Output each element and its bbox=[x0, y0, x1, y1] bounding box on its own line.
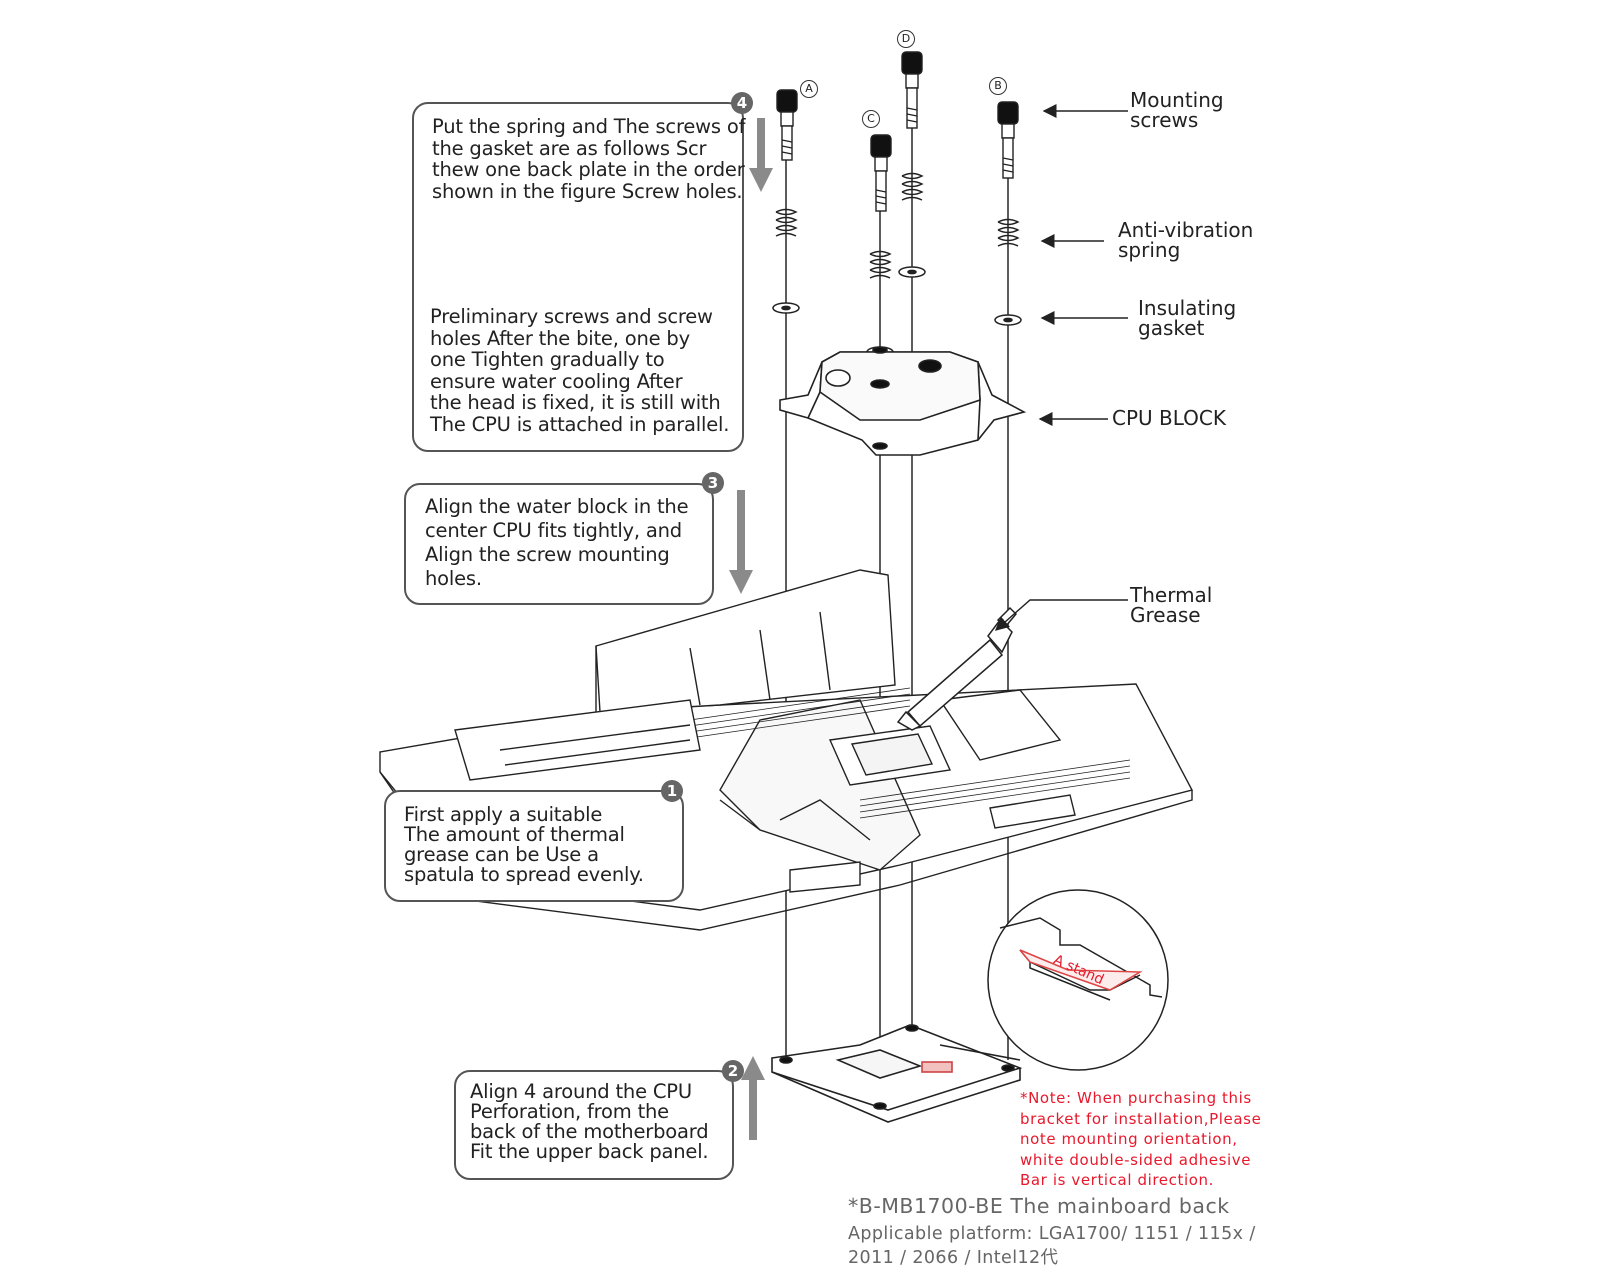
screw-b bbox=[997, 101, 1019, 179]
screw-c bbox=[870, 134, 892, 212]
step-3-text: Align the water block in the center CPU … bbox=[425, 495, 689, 590]
callout-cpu-block: CPU BLOCK bbox=[1112, 406, 1226, 430]
callout-insulating-gasket: Insulating gasket bbox=[1138, 296, 1237, 340]
screw-label-c: C bbox=[862, 110, 880, 128]
screw-label-a: A bbox=[800, 80, 818, 98]
step-1-box bbox=[384, 790, 684, 902]
step-arrows bbox=[729, 118, 773, 1140]
step-3-box bbox=[404, 483, 714, 605]
screw-label-d: D bbox=[897, 30, 915, 48]
screw-d bbox=[901, 51, 923, 129]
step-1-text: First apply a suitable The amount of the… bbox=[404, 803, 644, 886]
step-2-text: Align 4 around the CPU Perforation, from… bbox=[470, 1080, 709, 1163]
callout-mounting-screws: Mounting screws bbox=[1130, 88, 1224, 132]
springs bbox=[775, 172, 1020, 279]
footer-title: *B-MB1700-BE The mainboard back bbox=[848, 1194, 1230, 1218]
installation-note: *Note: When purchasing this bracket for … bbox=[1020, 1089, 1262, 1189]
callout-anti-vibration-spring: Anti-vibration spring bbox=[1118, 218, 1254, 262]
step-2-box bbox=[454, 1070, 734, 1180]
step-4-badge: 4 bbox=[731, 92, 753, 114]
step-4-box bbox=[412, 102, 744, 452]
cpu-block bbox=[779, 346, 1027, 456]
callout-thermal-grease: Thermal Grease bbox=[1130, 583, 1213, 627]
screw-label-b: B bbox=[989, 77, 1007, 95]
backplate bbox=[771, 1024, 1023, 1123]
step-2-badge: 2 bbox=[722, 1060, 744, 1082]
leader-lines bbox=[994, 104, 1128, 631]
step-1-badge: 1 bbox=[661, 780, 683, 802]
footer-platform: Applicable platform: LGA1700/ 1151 / 115… bbox=[848, 1224, 1256, 1268]
step-3-badge: 3 bbox=[702, 472, 724, 494]
step-4-text: Put the spring and The screws of the gas… bbox=[432, 115, 746, 203]
gaskets bbox=[772, 266, 1022, 358]
screw-a bbox=[776, 89, 798, 161]
inset-magnifier bbox=[939, 889, 1169, 1071]
step-4-text-detail: Preliminary screws and screw holes After… bbox=[430, 305, 730, 436]
